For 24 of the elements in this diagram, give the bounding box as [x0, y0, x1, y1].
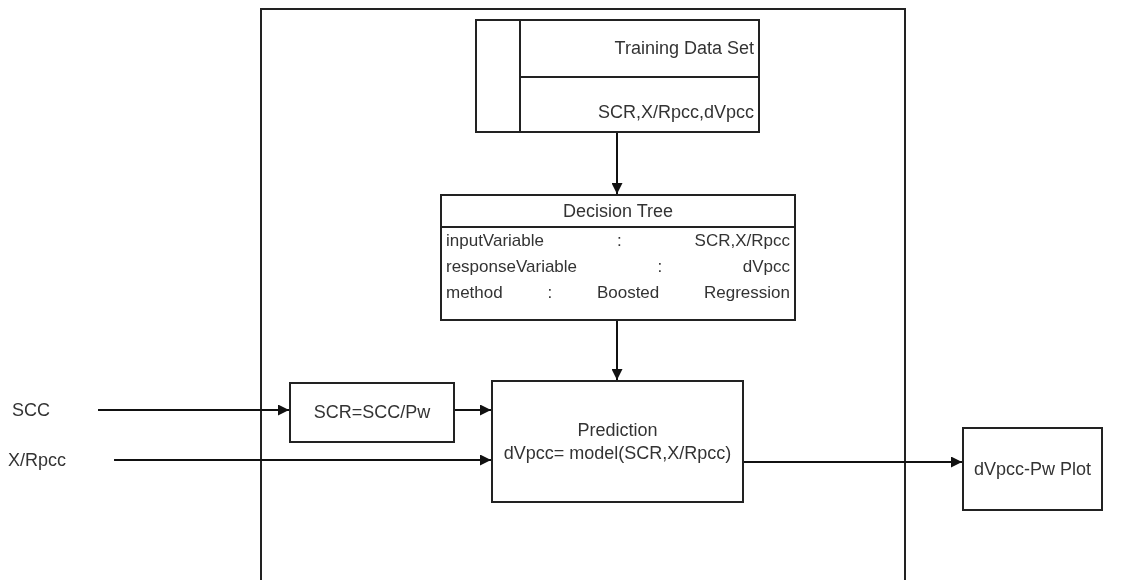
tree-title: Decision Tree [442, 196, 794, 228]
table-cell-text: SCR,X/Rpcc,dVpcc [597, 102, 754, 122]
attribute-row-text: responseVariable : dVpcc [445, 256, 791, 278]
arrow [454, 404, 492, 416]
process-box [962, 427, 1103, 511]
process-label: Prediction [577, 418, 658, 442]
data-table-box [475, 19, 760, 133]
arrow [743, 456, 963, 468]
process-label: dVpcc-Pw Plot [973, 457, 1091, 481]
process-box [289, 382, 455, 443]
attribute-row-text: inputVariable : SCR,X/Rpcc [445, 230, 791, 252]
arrow [97, 404, 290, 416]
arrow [611, 320, 623, 381]
process-box [491, 380, 744, 503]
input-label: X/Rpcc [8, 450, 67, 470]
arrow [113, 454, 492, 466]
frame-box [260, 8, 906, 580]
arrow [611, 132, 623, 195]
input-label: SCC [12, 400, 50, 420]
table-header: Training Data Set [614, 38, 754, 58]
process-label: SCR=SCC/Pw [313, 401, 431, 424]
decision-tree-box [440, 194, 796, 321]
formula-text: dVpcc= model(SCR,X/Rpcc) [503, 441, 732, 465]
attribute-row-text: method : Boosted Regression [445, 282, 791, 304]
